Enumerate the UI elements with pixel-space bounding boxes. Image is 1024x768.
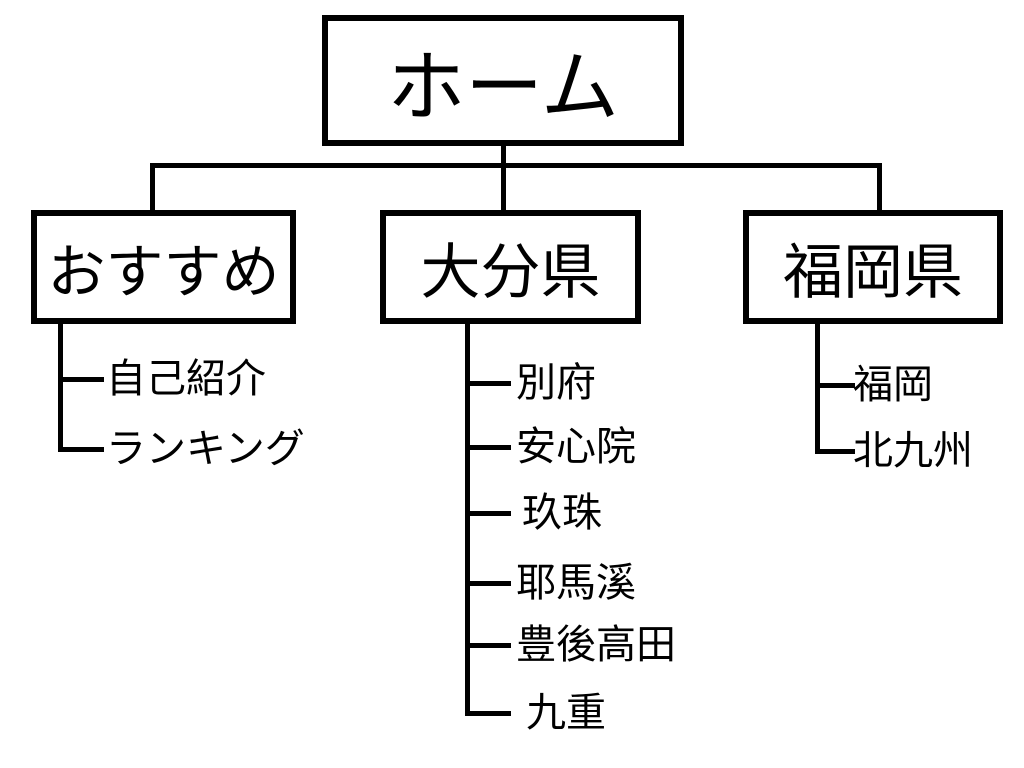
leaf-self-introduction: 自己紹介 [106,357,266,401]
leaf-kitakyushu: 北九州 [853,429,973,473]
node-recommended-label: おすすめ [47,240,280,305]
tick-recommended-1 [58,447,104,452]
node-recommended: おすすめ [31,210,296,324]
connector-stub-middle [501,163,506,211]
leaf-ranking: ランキング [106,427,305,471]
tick-oita-5 [465,711,511,716]
node-home: ホーム [322,15,684,146]
connector-main-horizontal [150,163,882,168]
spine-fukuoka [815,322,820,454]
leaf-fukuoka-city: 福岡 [853,363,933,407]
leaf-bungotakada: 豊後高田 [516,623,676,667]
tick-oita-1 [465,445,511,450]
tick-oita-4 [465,643,511,648]
spine-oita [465,322,470,716]
tick-recommended-0 [58,377,104,382]
connector-stub-right [877,163,882,211]
connector-root-drop [501,144,506,168]
leaf-kusu: 玖珠 [522,491,602,535]
leaf-beppu: 別府 [516,361,596,405]
leaf-ajimu: 安心院 [516,425,636,469]
node-fukuoka-prefecture: 福岡県 [743,210,1003,324]
tick-oita-2 [465,511,511,516]
node-oita-label: 大分県 [420,238,601,306]
leaf-yabakei: 耶馬溪 [516,561,636,605]
node-home-label: ホーム [387,42,619,131]
node-oita-prefecture: 大分県 [380,210,641,324]
connector-stub-left [150,163,155,211]
node-fukuoka-label: 福岡県 [783,238,963,306]
tick-fukuoka-1 [815,449,855,454]
tick-oita-0 [465,381,511,386]
tick-fukuoka-0 [815,383,855,388]
spine-recommended [58,321,63,452]
tick-oita-3 [465,581,511,586]
leaf-kokonoe: 九重 [526,691,606,735]
